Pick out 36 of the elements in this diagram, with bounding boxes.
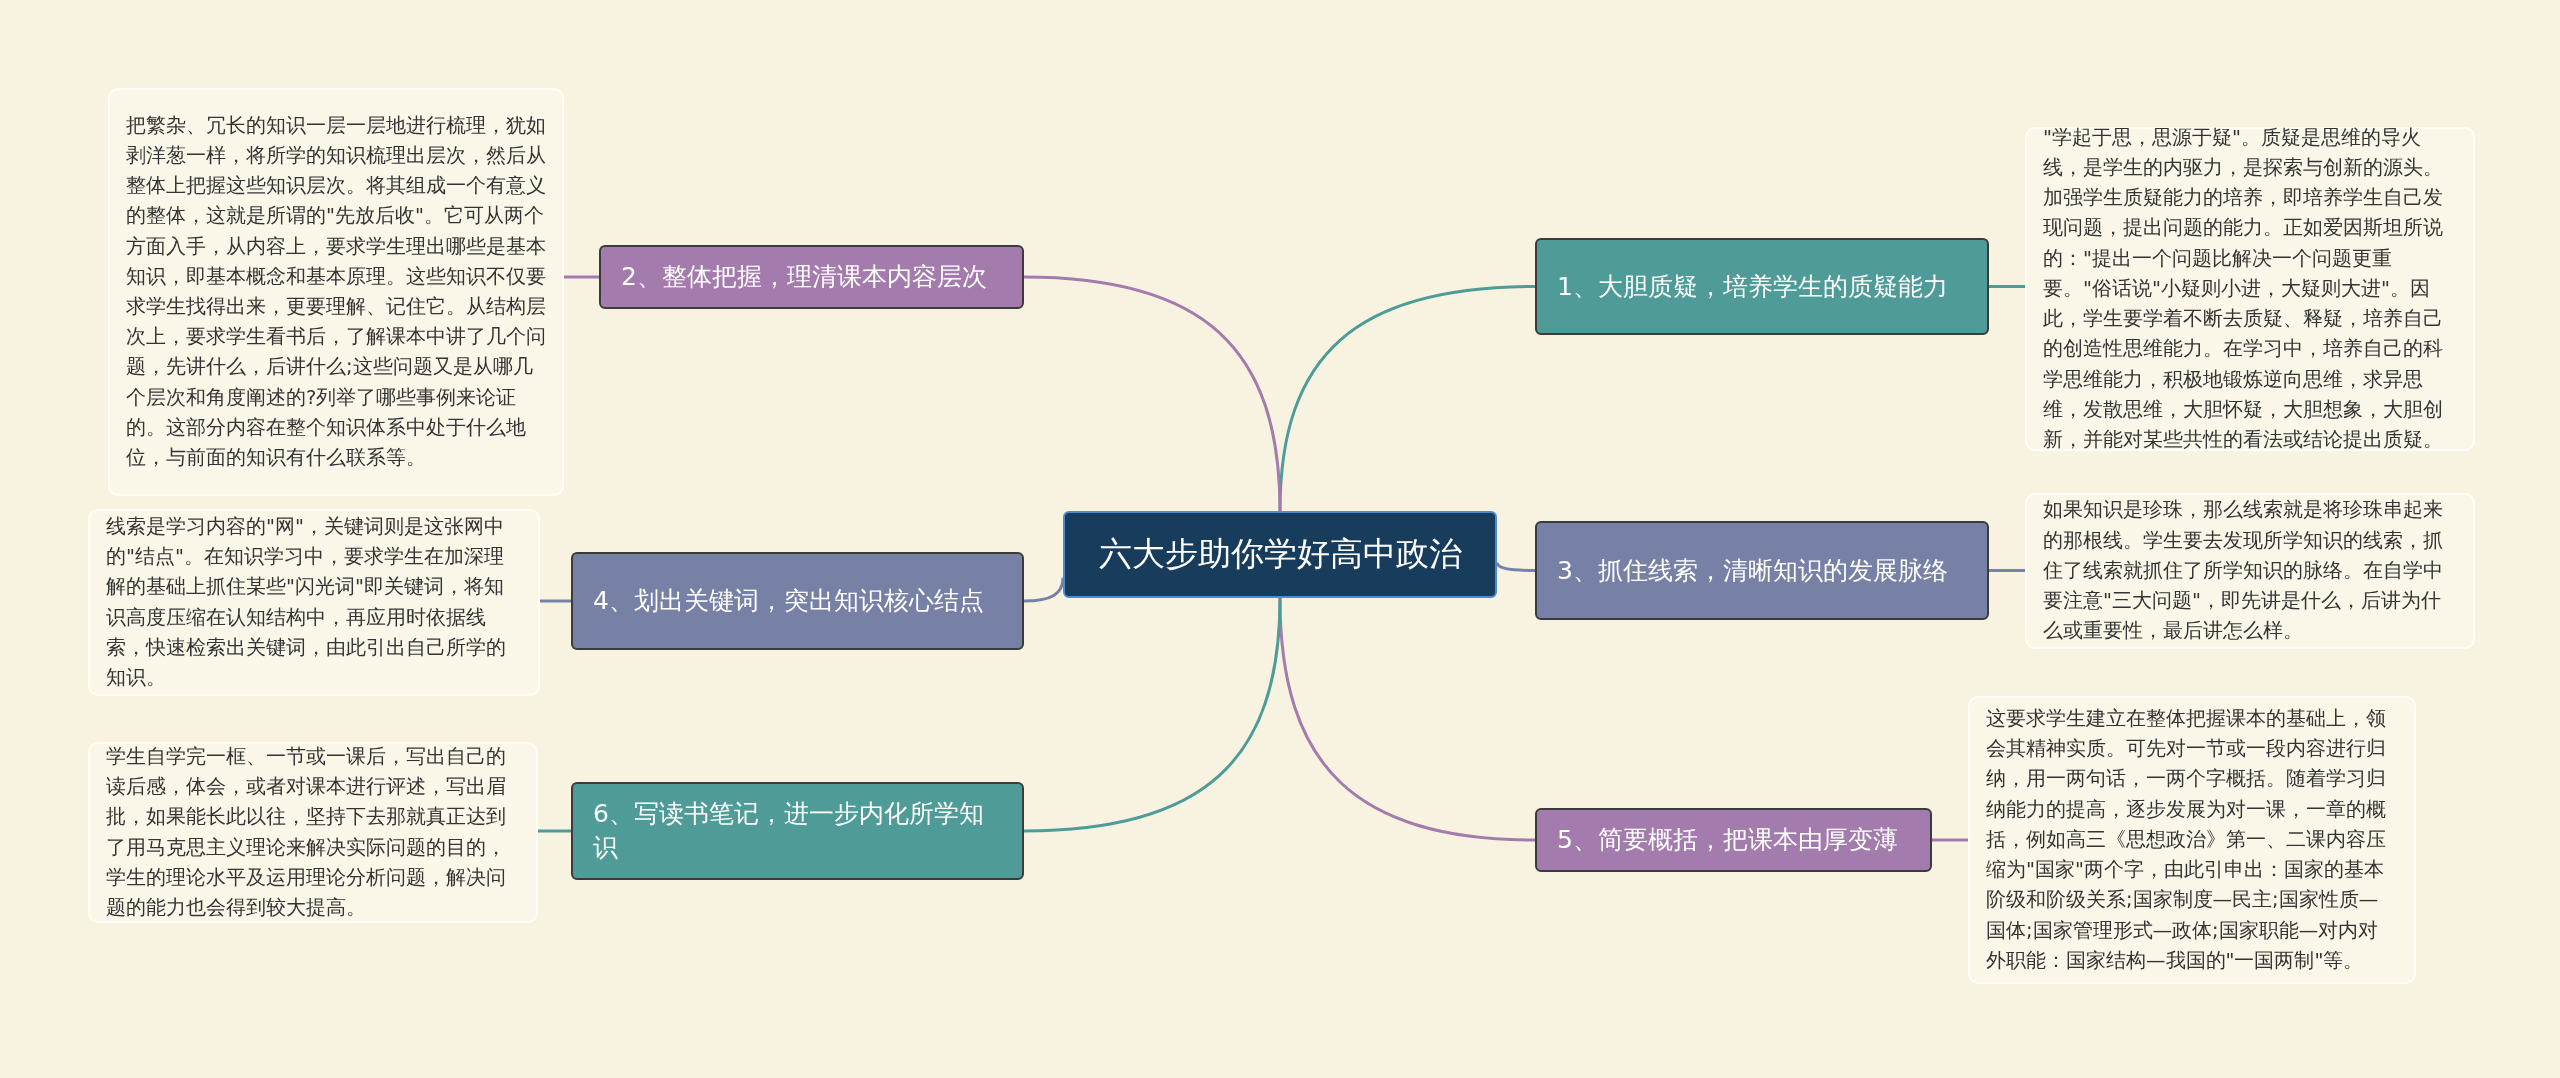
note-text: "学起于思，思源于疑"。质疑是思维的导火线，是学生的内驱力，是探索与创新的源头。加强学生质疑能力的培养，即培养学生自己发现问题，提出问题的能力。正如爱因斯坦所说的："提出一个问题比解决一个问题更重要。"俗话说"小疑则小进，大疑则大进"。因此，学生要学着不断去质疑、释疑，培养自己的创造性思维能力。在学习中，培养自己的科学思维能力，积极地锻炼逆向思维，求异思维，发散思维，大胆怀疑，大胆想象，大胆创新，并能对某些共性的看法或结论提出质疑。	[2043, 124, 2444, 453]
topic-label: 5、简要概括，把课本由厚变薄	[1557, 824, 1898, 857]
topic-title: 六大步助你学好高中政治	[1098, 533, 1462, 575]
branch-topic	[571, 782, 1024, 880]
topic-label: 6、写读书笔记，进一步内化所学知识	[593, 798, 985, 864]
note-text: 如果知识是珍珠，那么线索就是将珍珠串起来的那根线。学生要去发现所学知识的线索，抓住了线索就抓住了所学知识的脉络。在自学中要注意"三大问题"，即先讲是什么，后讲为什么或重要性，最后讲怎么样。	[2043, 497, 2444, 645]
note-text: 学生自学完一框、一节或一课后，写出自己的读后感，体会，或者对课本进行评述，写出眉批，如果能长此以往，坚持下去那就真正达到了用马克思主义理论来解决实际问题的目的，学生的理论水平及运用理论分析问题，解决问题的能力也会得到较大提高。	[106, 743, 507, 921]
connector-line	[1023, 275, 1282, 512]
note-text: 这要求学生建立在整体把握课本的基础上，领会其精神实质。可先对一节或一段内容进行归纳，用一两句话，一两个字概括。随着学习归纳能力的提高，逐步发展为对一课，一章的概括，例如高三《思想政治》第一、二课内容压缩为"国家"两个字，由此引申出：国家的基本阶级和阶级关系;国家制度—民主;国家性质—国体;国家管理形式—政体;国家职能—对内对外职能：国家结构—我国的"一国两制"等。	[1986, 706, 2387, 974]
connector-line	[1989, 285, 2025, 288]
connector-line	[564, 275, 599, 279]
branch-topic	[571, 552, 1024, 650]
connector-line	[540, 599, 571, 603]
topic-label: 3、抓住线索，清晰知识的发展脉络	[1557, 554, 1948, 587]
branch-topic	[1535, 238, 1989, 335]
connector-line	[1932, 838, 1968, 842]
connector-line	[1278, 597, 1536, 842]
topic-label: 1、大胆质疑，培养学生的质疑能力	[1557, 270, 1948, 303]
topic-label: 2、整体把握，理清课本内容层次	[621, 261, 987, 294]
note-card	[2025, 493, 2475, 649]
connector-line	[1495, 561, 1535, 572]
connector-line	[538, 829, 571, 833]
note-text: 把繁杂、冗长的知识一层一层地进行梳理，犹如剥洋葱一样，将所学的知识梳理出层次，然后从整体上把握这些知识层次。将其组成一个有意义的整体，这就是所谓的"先放后收"。它可从两个方面入手，从内容上，要求学生理出哪些是基本知识，即基本概念和基本原理。这些知识不仅要求学生找得出来，更要理解、记住它。从结构层次上，要求学生看书后，了解课本中讲了几个问题，先讲什么，后讲什么;这些问题又是从哪几个层次和角度阐述的?列举了哪些事例来论证的。这部分内容在整个知识体系中处于什么地位，与前面的知识有什么联系等。	[126, 112, 546, 472]
branch-topic	[599, 245, 1024, 309]
connector-line	[1989, 569, 2025, 572]
topic-label: 4、划出关键词，突出知识核心结点	[593, 585, 984, 618]
note-card	[88, 509, 540, 696]
branch-topic	[1535, 808, 1932, 872]
branch-topic	[1535, 521, 1989, 620]
note-card	[108, 88, 564, 496]
connector-line	[1278, 285, 1536, 512]
connector-line	[1023, 597, 1282, 833]
note-text: 线索是学习内容的"网"，关键词则是这张网中的"结点"。在知识学习中，要求学生在加深理解的基础上抓住某些"闪光词"即关键词，将知识高度压缩在认知结构中，再应用时依据线索，快速检索出关键词，由此引出自己所学的知识。	[106, 513, 507, 691]
connector-line	[1023, 577, 1065, 603]
central-topic	[1063, 511, 1497, 598]
note-card	[1968, 696, 2416, 984]
